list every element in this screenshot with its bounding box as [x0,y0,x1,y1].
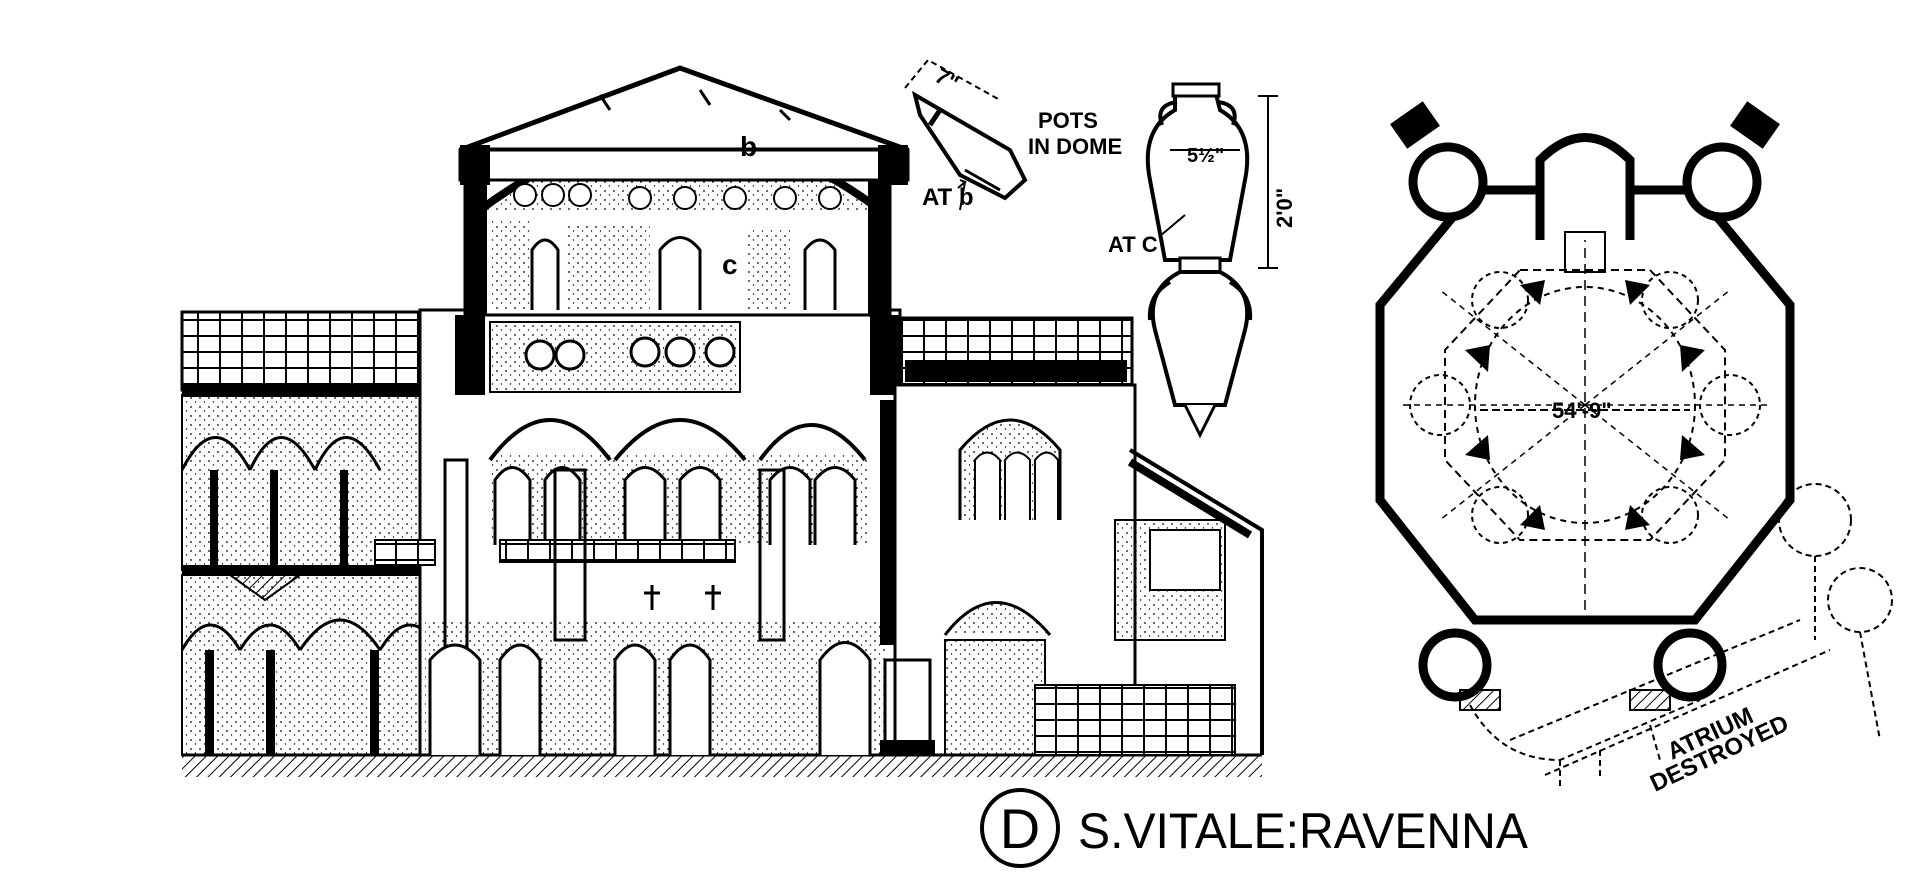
roof [459,65,909,153]
amphora-detail: 5½" 2'0" AT C [1108,82,1297,439]
plan-inner-octagon [1444,269,1726,541]
ground-hatch [182,755,1262,777]
at-b-label: AT b [922,184,974,211]
floor-plan: 54'-9" [1375,101,1893,797]
pot-width-dim: 7" [931,63,963,96]
dome-medallions [513,183,842,210]
at-c-label: AT C [1108,232,1158,257]
label-b: b [740,131,757,162]
amphora-width-dim: 5½" [1187,145,1224,167]
pots-in-dome-line1: POTS [1038,108,1098,133]
amphora-lower [1150,270,1250,407]
section-elevation: b c [180,65,1264,777]
plate-title: D S.VITALE:RAVENNA [980,788,1529,868]
amphora-height-dim: 2'0" [1272,188,1297,228]
pots-detail: 7" POTS IN DOME AT b [904,58,1122,211]
amphora-upper [1145,88,1250,262]
plate-title-text: S.VITALE:RAVENNA [1078,803,1529,859]
label-c: c [722,249,738,280]
plate-letter-circle [980,788,1060,868]
plan-piers [1465,280,1705,530]
plate-letter: D [1000,797,1040,860]
pots-in-dome-line2: IN DOME [1028,134,1122,159]
pot-section [911,90,1028,201]
